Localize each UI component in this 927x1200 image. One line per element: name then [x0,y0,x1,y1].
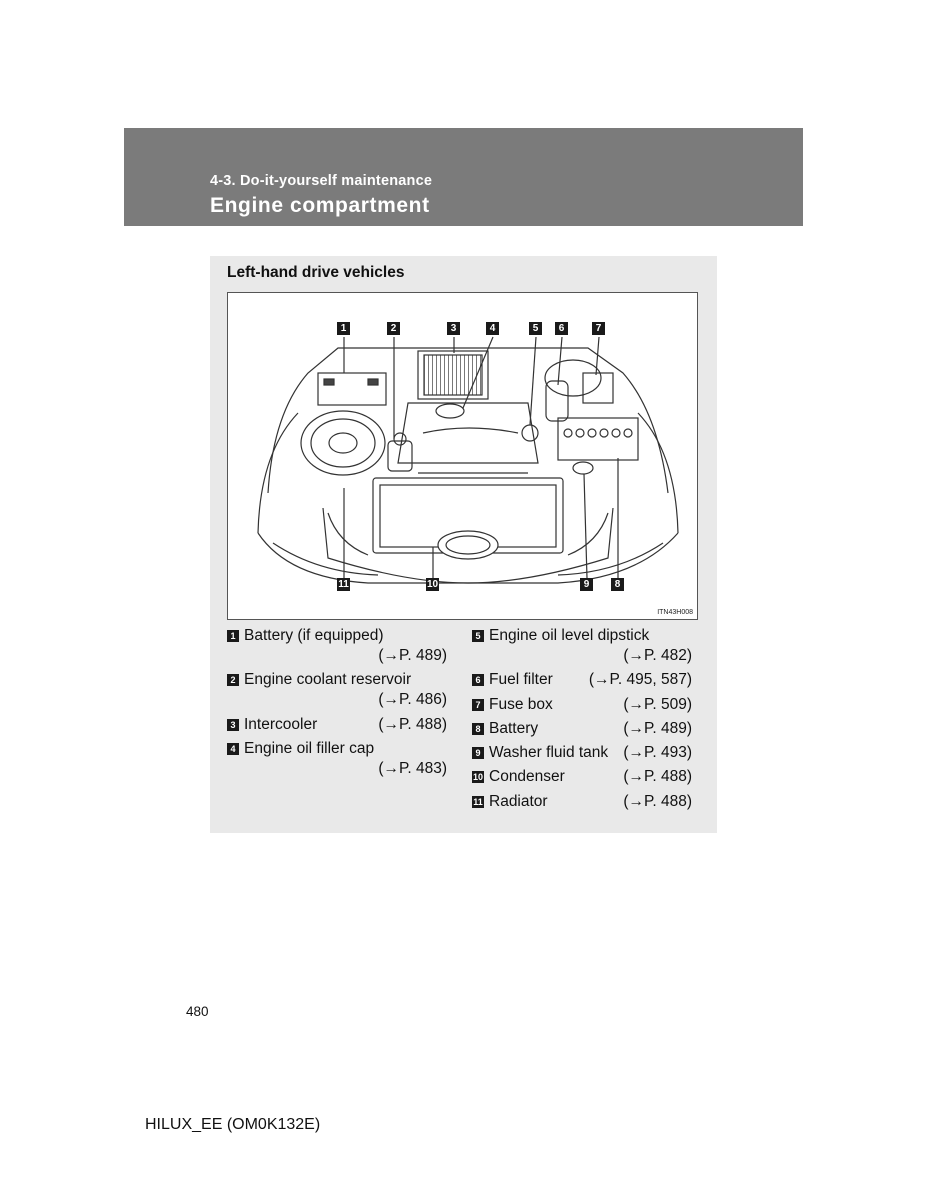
page-title: Engine compartment [210,194,430,217]
callout-7: 7 [592,322,605,335]
legend-label: Battery (if equipped) [244,627,384,644]
legend-number: 9 [472,747,484,760]
callout-4: 4 [486,322,499,335]
legend-entry: 3 Intercooler (→P. 488) [227,715,447,735]
callout-6: 6 [555,322,568,335]
callout-5: 5 [529,322,542,335]
legend-page-ref: (→P. 488) [623,792,692,810]
legend-entry: 10 Condenser (→P. 488) [472,767,692,787]
legend-label: Engine oil filler cap [244,739,375,757]
legend-entry: 2 Engine coolant reservoir (→P. 486) [227,670,447,710]
callout-8: 8 [611,578,624,591]
legend-number: 3 [227,718,239,731]
legend-entry: 11 Radiator (→P. 488) [472,792,692,812]
legend-label: Fuse box [489,695,553,713]
legend-number: 5 [472,630,484,642]
legend-page-ref: (→P. 483) [378,759,447,777]
legend-page-ref: (→P. 486) [378,691,447,709]
document-code: HILUX_EE (OM0K132E) [145,1116,321,1133]
legend-page-ref: (→P. 482) [623,647,692,664]
legend-label: Fuel filter [489,671,553,689]
legend-entry: 8 Battery (→P. 489) [472,719,692,739]
legend-label: Engine coolant reservoir [244,671,412,689]
legend-label: Condenser [489,768,565,786]
legend-number: 7 [472,698,484,711]
callout-11: 11 [337,578,350,591]
callout-3: 3 [447,322,460,335]
callout-2: 2 [387,322,400,335]
legend-entry: 1 Battery (if equipped) (→P. 489) [227,626,447,666]
legend-entry: 6 Fuel filter (→P. 495, 587) [472,670,692,690]
legend-page-ref: (→P. 488) [378,715,447,733]
legend-entry: 7 Fuse box (→P. 509) [472,695,692,715]
callout-10: 10 [426,578,439,591]
legend-page-ref: (→P. 489) [378,647,447,664]
legend-number: 6 [472,674,484,687]
legend-entry: 9 Washer fluid tank (→P. 493) [472,743,692,763]
legend-label: Radiator [489,792,548,810]
chapter-header: 4-3. Do-it-yourself maintenance Engine c… [124,128,803,226]
engine-compartment-illustration: 1 2 3 4 5 6 7 8 9 10 11 ITN43H008 [227,292,698,620]
legend-number: 8 [472,722,484,735]
page-number: 480 [186,1004,209,1019]
figure-code: ITN43H008 [657,609,693,616]
legend-number: 2 [227,674,239,687]
legend-entry: 5 Engine oil level dipstick (→P. 482) [472,626,692,666]
legend-number: 10 [472,771,484,784]
legend-page-ref: (→P. 495, 587) [588,671,692,689]
legend-entry: 4 Engine oil filler cap (→P. 483) [227,739,447,779]
engine-drawing [257,336,679,584]
legend-page-ref: (→P. 489) [623,719,692,737]
legend-page-ref: (→P. 488) [623,768,692,786]
section-label: 4-3. Do-it-yourself maintenance [210,173,433,189]
legend-label: Battery [489,719,539,737]
callout-1: 1 [337,322,350,335]
legend-label: Washer fluid tank [489,744,609,762]
legend-label: Intercooler [244,715,318,733]
box-heading: Left-hand drive vehicles [227,264,405,281]
legend-page-ref: (→P. 493) [623,744,692,762]
content-box: Left-hand drive vehicles [210,256,717,833]
callout-9: 9 [580,578,593,591]
legend-label: Engine oil level dipstick [489,627,650,644]
legend-number: 1 [227,630,239,642]
legend-page-ref: (→P. 509) [623,695,692,713]
legend-number: 11 [472,795,484,808]
legend-number: 4 [227,742,239,755]
